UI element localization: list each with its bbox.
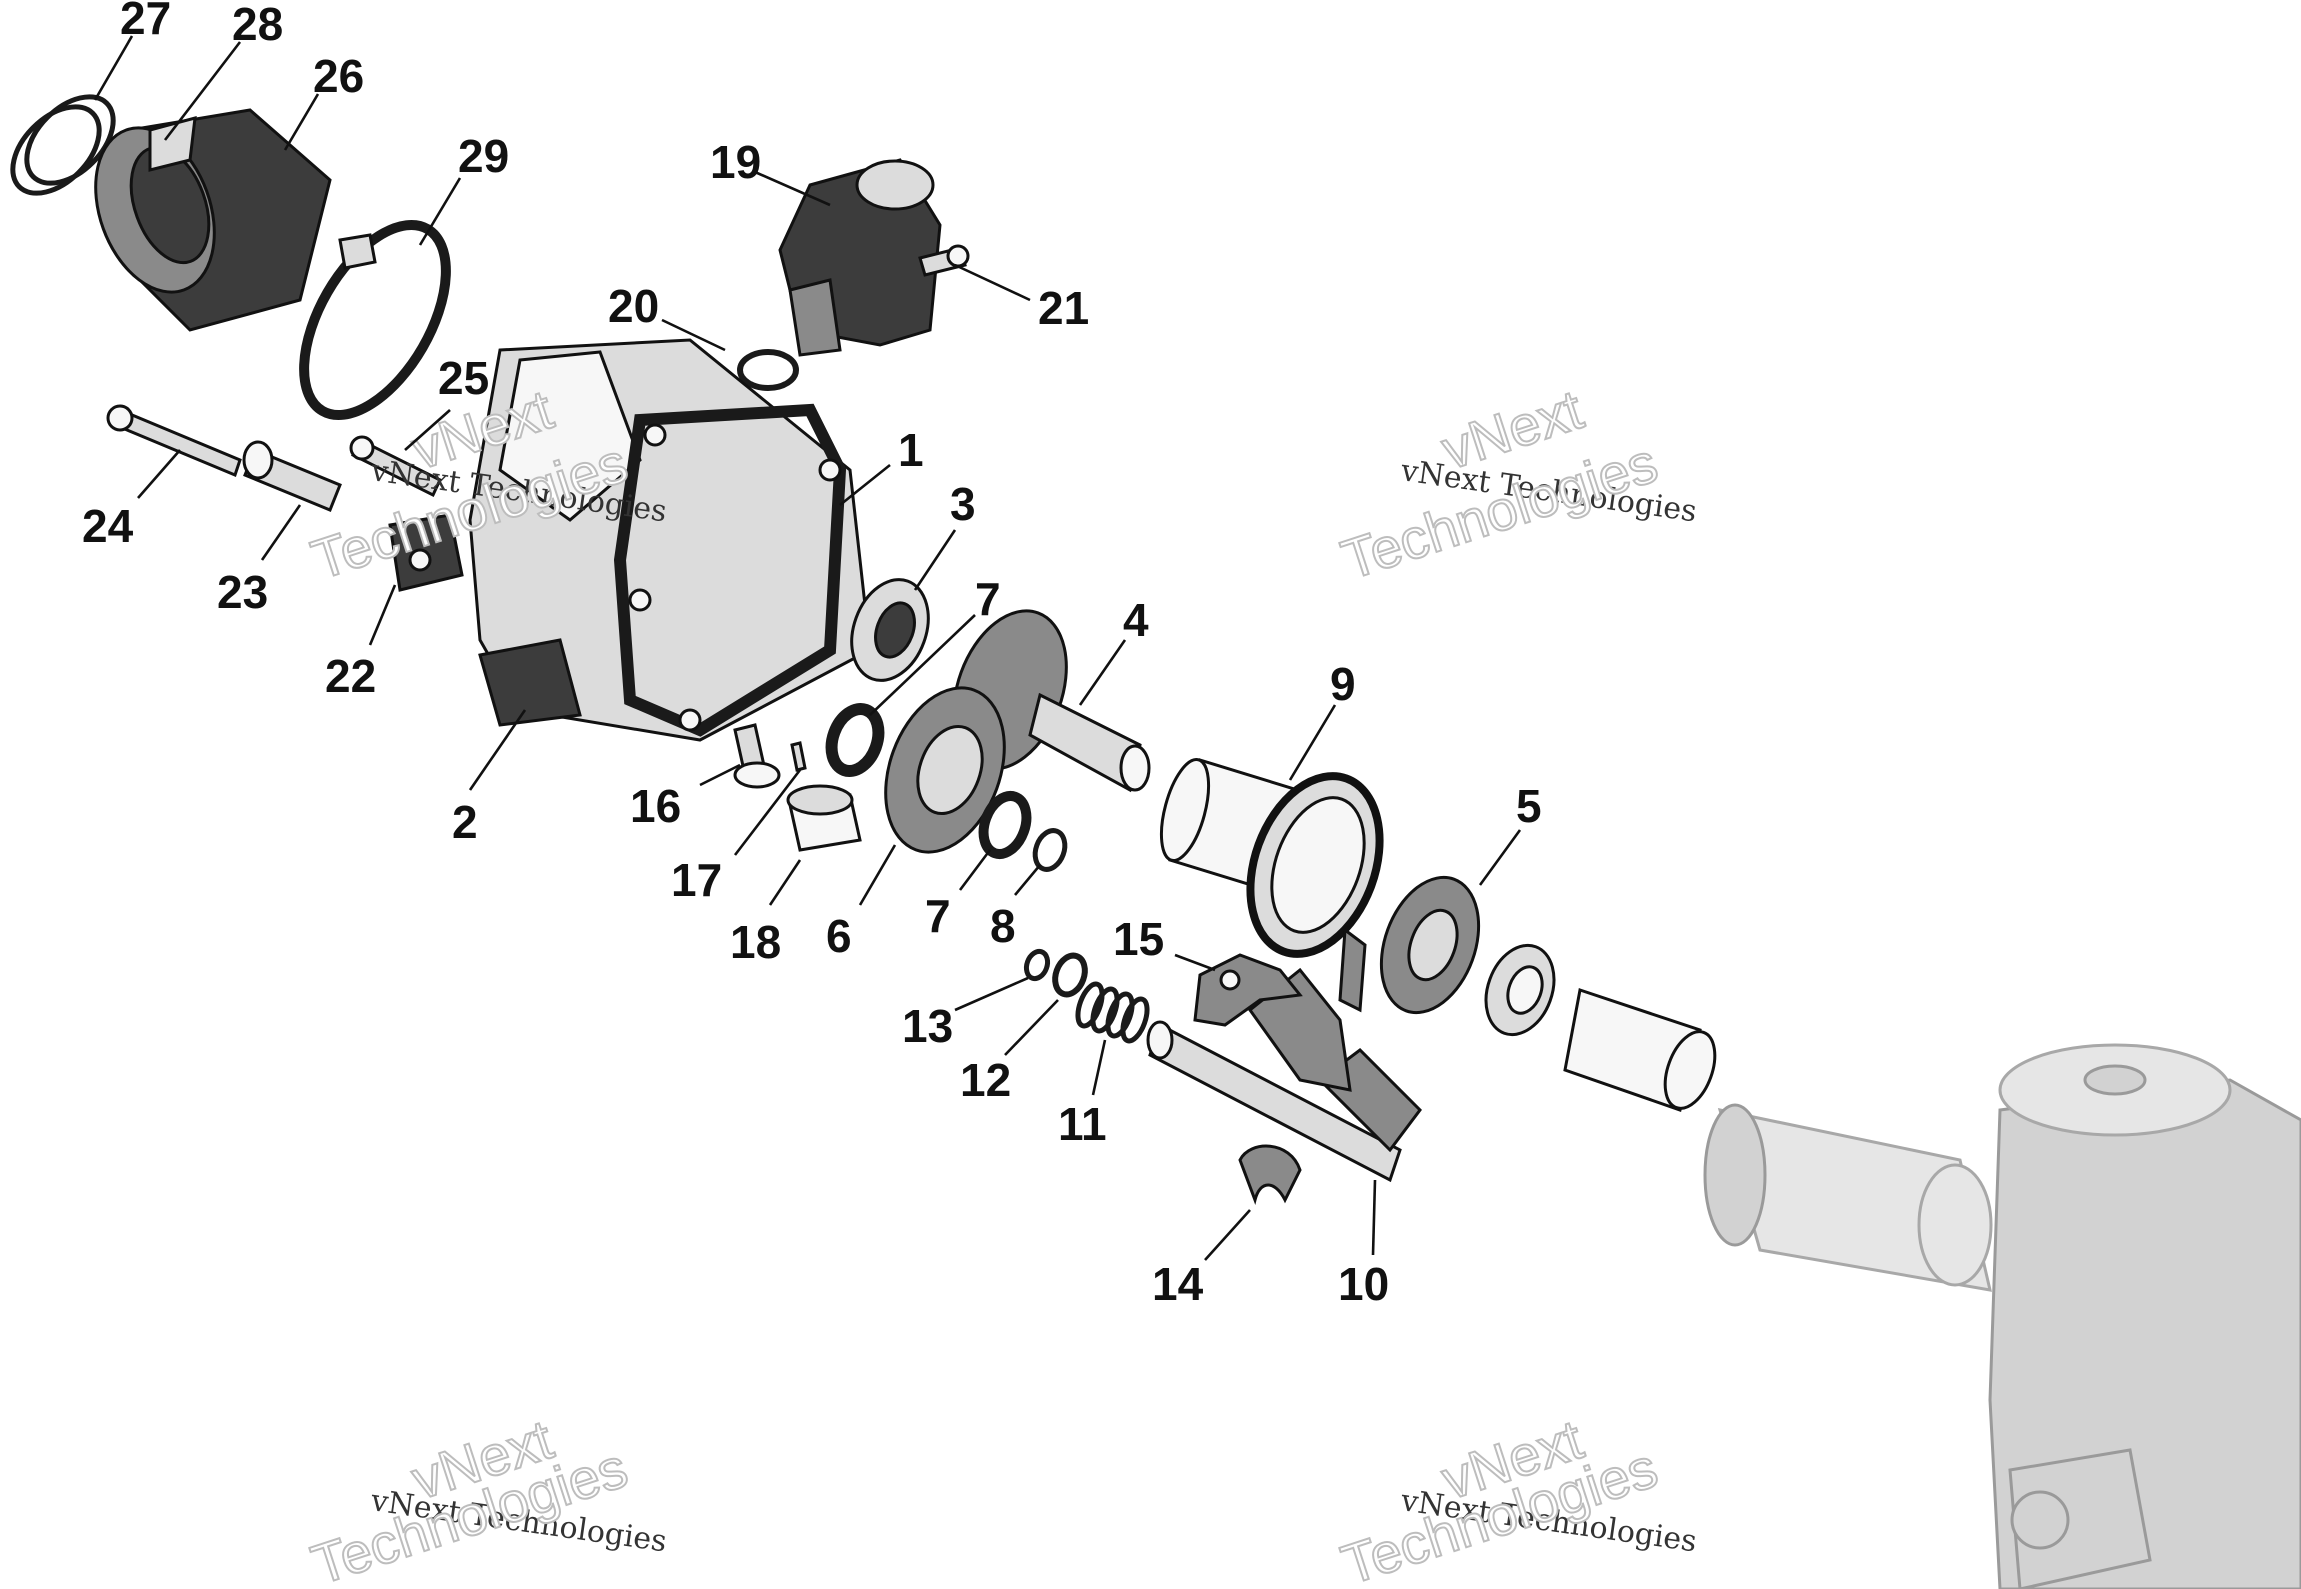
watermark-bottom-left: vNext vNext Technologies Technologies [303, 1406, 669, 1589]
callout-2: 2 [452, 796, 478, 848]
callout-3: 3 [950, 478, 976, 530]
callout-12: 12 [960, 1054, 1011, 1106]
leader-9 [1288, 704, 1337, 781]
part-drain-plug [733, 723, 781, 789]
callout-5: 5 [1516, 780, 1542, 832]
leader-18 [768, 859, 802, 906]
leader-27 [93, 35, 134, 101]
callout-4: 4 [1123, 594, 1149, 646]
leader-16 [699, 763, 741, 787]
leader-11 [1091, 1039, 1107, 1096]
part-circlip-8 [1032, 828, 1068, 872]
leader-19 [754, 170, 831, 207]
part-large-clamp [299, 220, 451, 420]
leader-3 [913, 529, 957, 591]
callout-7a: 7 [975, 573, 1001, 625]
part-boot [94, 108, 332, 332]
part-washer-12 [1052, 952, 1088, 998]
leader-22 [368, 584, 397, 646]
leader-7a [869, 614, 976, 716]
callout-6: 6 [826, 910, 852, 962]
leader-21 [954, 263, 1031, 302]
leader-26 [283, 93, 320, 151]
leader-12 [1004, 999, 1059, 1056]
part-cap-18 [786, 784, 862, 852]
leader-20 [661, 318, 726, 352]
leader-15 [1174, 953, 1216, 972]
part-sleeve-9 [1159, 758, 1384, 958]
callout-1: 1 [898, 424, 924, 476]
leader-1 [839, 463, 891, 507]
callout-7b: 7 [925, 890, 951, 942]
leader-lines [93, 35, 1522, 1261]
callout-18: 18 [730, 916, 781, 968]
ghost-engine-assembly [1703, 1043, 2301, 1589]
leader-7b [958, 849, 992, 891]
leader-29 [418, 177, 462, 246]
callout-15: 15 [1113, 913, 1164, 965]
leader-2 [468, 709, 527, 791]
leader-14 [1204, 1209, 1251, 1261]
callout-29: 29 [458, 130, 509, 182]
part-insert-14 [1238, 1144, 1302, 1206]
part-pin-17 [790, 741, 807, 772]
leader-25 [404, 409, 451, 451]
callout-23: 23 [217, 566, 268, 618]
callout-20: 20 [608, 280, 659, 332]
leader-28 [163, 41, 242, 141]
callout-21: 21 [1038, 282, 1089, 334]
callout-14: 14 [1152, 1258, 1204, 1310]
part-o-rings [10, 94, 116, 196]
leader-8 [1014, 864, 1041, 896]
part-gear-6 [884, 686, 1006, 854]
part-shift-shaft [1146, 927, 1422, 1183]
part-bearing-top [850, 578, 930, 682]
callout-26: 26 [313, 50, 364, 102]
leader-6 [858, 844, 897, 906]
part-spring-11 [1075, 981, 1150, 1044]
part-bearing-lower [1484, 943, 1556, 1037]
callout-17: 17 [671, 854, 722, 906]
callout-28: 28 [232, 0, 283, 50]
part-seal-top [825, 703, 885, 777]
callout-19: 19 [710, 136, 761, 188]
part-lever-15 [1193, 953, 1303, 1027]
callout-13: 13 [902, 1000, 953, 1052]
leader-5 [1478, 829, 1522, 886]
leader-17 [733, 769, 802, 856]
callout-9: 9 [1330, 658, 1356, 710]
callout-11: 11 [1058, 1098, 1107, 1150]
part-housing [468, 338, 872, 742]
watermark-bottom-right: vNext vNext Technologies Technologies [1333, 1406, 1699, 1589]
part-coupler [1563, 988, 1717, 1112]
leader-13 [954, 976, 1029, 1012]
callout-8: 8 [990, 900, 1016, 952]
part-circlip-13 [1023, 948, 1051, 982]
part-fasteners-left [106, 404, 464, 592]
watermark-top-right: vNext vNext Technologies Technologies [1333, 376, 1699, 592]
callout-16: 16 [630, 780, 681, 832]
part-seal-lower [978, 790, 1032, 860]
leader-10 [1371, 1179, 1377, 1256]
part-actuator [737, 158, 970, 391]
callout-24: 24 [82, 500, 134, 552]
callout-10: 10 [1338, 1258, 1389, 1310]
callout-25: 25 [438, 352, 489, 404]
callout-22: 22 [325, 650, 376, 702]
leader-23 [260, 504, 302, 561]
leader-24 [137, 449, 181, 499]
leader-4 [1078, 639, 1127, 706]
callout-27: 27 [120, 0, 171, 44]
part-gear-5 [1379, 875, 1481, 1015]
callout-labels: 27 28 26 29 19 20 21 25 24 23 22 1 2 3 7… [82, 0, 1542, 1310]
